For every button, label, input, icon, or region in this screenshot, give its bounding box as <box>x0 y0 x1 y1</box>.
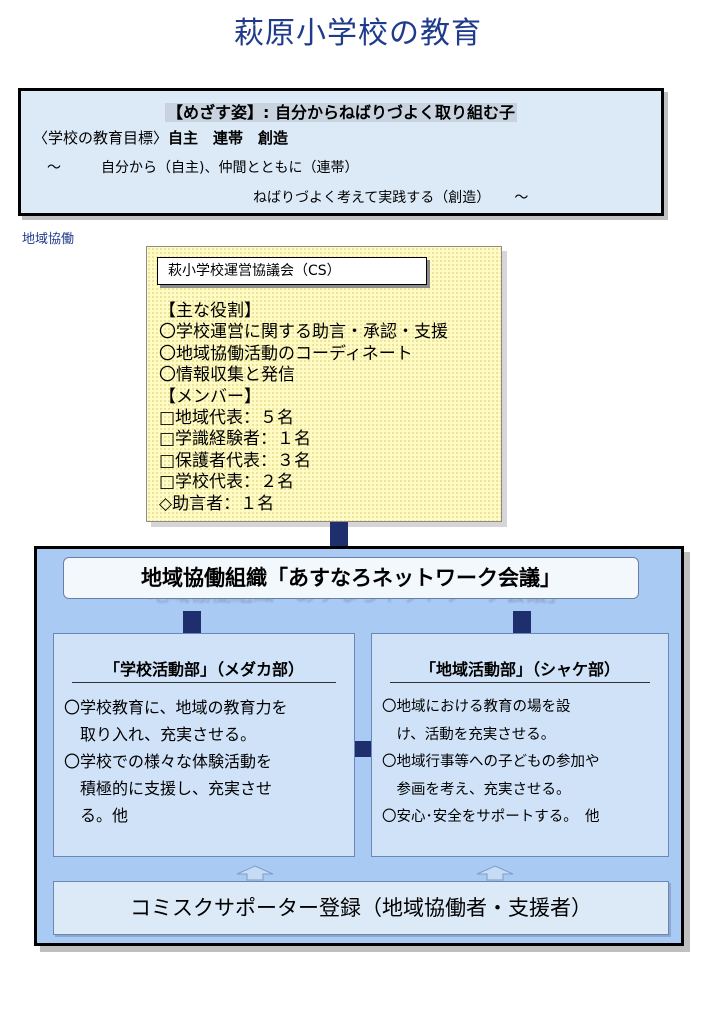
goal-subtitle-prefix: 〈学校の教育目標〉 <box>33 129 169 147</box>
school-dept-title: 「学校活動部」（メダカ部） <box>103 660 304 679</box>
goal-line-2: ねばりづよく考えて実践する（創造） 〜 <box>253 187 528 207</box>
council-line: 〇情報収集と発信 <box>159 365 295 386</box>
council-connector <box>330 522 348 548</box>
council-line: □地域代表：５名 <box>159 408 295 429</box>
community-dept-line: 参画を考え、充実させる。 <box>382 781 571 798</box>
community-dept-divider <box>390 682 650 683</box>
council-line: 【主な役割】 <box>159 301 261 321</box>
community-dept-box: 「地域活動部」（シャケ部） 〇地域における教育の場を設 け、活動を充実させる。 … <box>371 633 669 857</box>
goal-line-1-text: 自分から（自主)、仲間とともに（連帯） <box>101 160 359 176</box>
middle-connector <box>355 741 371 757</box>
council-line: 〇学校運営に関する助言・承認・支援 <box>159 322 448 343</box>
council-line: □学識経験者：１名 <box>159 429 312 450</box>
goal-box: 【めざす姿】: 自分からねばりづよく取り組む子 〈学校の教育目標〉自主 連帯 創… <box>18 88 664 216</box>
school-dept-line: 〇学校教育に、地域の教育力を <box>64 698 288 717</box>
school-dept-line: 積極的に支援し、充実させ <box>64 779 273 798</box>
community-dept-title: 「地域活動部」（シャケ部） <box>419 660 620 679</box>
goal-line-1-tilde: 〜 <box>47 160 61 176</box>
goal-heading-text: 【めざす姿】: 自分からねばりづよく取り組む子 <box>165 103 517 122</box>
council-line: ◇助言者：１名 <box>159 493 275 514</box>
school-dept-line: 〇学校での様々な体験活動を <box>64 752 273 771</box>
side-label: 地域協働 <box>22 232 75 247</box>
organization-box: 地域協働組織「あすなろネットワーク会議」 地域協働組織「あすなろネットワーク会議… <box>34 546 684 946</box>
school-dept-line: 取り入れ、充実させる。 <box>64 725 257 744</box>
goal-subtitle: 〈学校の教育目標〉自主 連帯 創造 <box>33 127 288 148</box>
community-dept-list: 〇地域における教育の場を設 け、活動を充実させる。 〇地域行事等への子どもの参加… <box>382 694 600 832</box>
council-line: □保護者代表：３名 <box>159 450 312 471</box>
council-line: 【メンバー】 <box>159 386 261 407</box>
goal-line-2-text: ねばりづよく考えて実践する（創造） <box>253 190 491 206</box>
goal-subtitle-values: 自主 連帯 創造 <box>168 129 289 147</box>
goal-line-1: 〜 自分から（自主)、仲間とともに（連帯） <box>47 157 358 177</box>
school-dept-box: 「学校活動部」（メダカ部） 〇学校教育に、地域の教育力を 取り入れ、充実させる。… <box>53 633 355 857</box>
organization-title: 地域協働組織「あすなろネットワーク会議」 <box>63 557 639 599</box>
community-dept-line: 〇安心･安全をサポートする。 他 <box>382 809 600 825</box>
registration-box: コミスクサポーター登録（地域協働者・支援者） <box>53 881 669 935</box>
page-title: 萩原小学校の教育 <box>234 16 482 51</box>
school-dept-line: る。他 <box>64 806 129 825</box>
council-list: 【主な役割】 〇学校運営に関する助言・承認・支援 〇地域協働活動のコーディネート… <box>159 301 448 515</box>
goal-line-2-tilde: 〜 <box>514 190 529 206</box>
community-dept-line: 〇地域における教育の場を設 <box>382 699 571 715</box>
school-dept-list: 〇学校教育に、地域の教育力を 取り入れ、充実させる。 〇学校での様々な体験活動を… <box>64 694 288 829</box>
community-dept-line: け、活動を充実させる。 <box>382 726 556 743</box>
council-title: 萩小学校運営協議会（CS） <box>157 257 427 285</box>
council-line: 〇地域協働活動のコーディネート <box>159 343 413 364</box>
left-connector <box>183 611 201 635</box>
community-dept-line: 〇地域行事等への子どもの参加や <box>382 754 600 770</box>
goal-heading: 【めざす姿】: 自分からねばりづよく取り組む子 <box>21 99 661 123</box>
up-arrow-icon <box>476 865 514 881</box>
right-connector <box>513 611 531 635</box>
school-dept-divider <box>72 682 336 683</box>
council-line: □学校代表：２名 <box>159 472 295 493</box>
council-box: 萩小学校運営協議会（CS） 【主な役割】 〇学校運営に関する助言・承認・支援 〇… <box>146 246 502 522</box>
up-arrow-icon <box>236 865 274 881</box>
